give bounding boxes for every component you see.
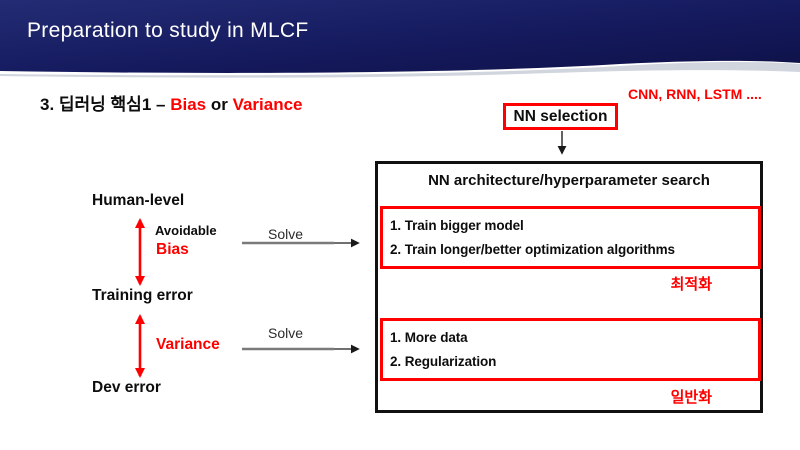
heading-variance: Variance <box>232 95 303 114</box>
bias-solution-item: 2. Train longer/better optimization algo… <box>390 242 675 257</box>
slide-heading: 3. 딥러닝 핵심1 – Bias or Variance <box>40 90 303 115</box>
header-title: Preparation to study in MLCF <box>27 19 309 42</box>
header-band <box>0 0 800 78</box>
header-navy-shape <box>0 0 800 73</box>
training-error-label: Training error <box>92 287 193 304</box>
avoidable-label: Avoidable <box>155 223 217 238</box>
bias-label: Bias <box>156 241 189 258</box>
variance-solutions-box: 1. More data 2. Regularization <box>380 318 761 381</box>
bias-solution-item: 1. Train bigger model <box>390 218 524 233</box>
human-level-label: Human-level <box>92 192 185 209</box>
header-swoosh-shadow <box>0 61 800 78</box>
bias-solutions-box: 1. Train bigger model 2. Train longer/be… <box>380 206 761 269</box>
architecture-search-title: NN architecture/hyperparameter search <box>428 172 710 189</box>
nn-types-note: CNN, RNN, LSTM .... <box>628 86 762 102</box>
variance-label: Variance <box>156 336 220 353</box>
nn-selection-label: NN selection <box>513 107 608 125</box>
optimization-label: 최적화 <box>670 276 712 293</box>
variance-solution-item: 1. More data <box>390 330 468 345</box>
heading-bias: Bias <box>170 95 207 114</box>
heading-prefix: 3. 딥러닝 핵심1 – <box>40 95 171 114</box>
solve-label-top: Solve <box>268 226 304 242</box>
generalization-label: 일반화 <box>670 389 712 406</box>
solve-label-bottom: Solve <box>268 325 304 341</box>
dev-error-label: Dev error <box>92 379 161 396</box>
variance-solution-item: 2. Regularization <box>390 354 497 369</box>
heading-or: or <box>206 95 233 114</box>
nn-selection-box: NN selection <box>503 103 618 130</box>
